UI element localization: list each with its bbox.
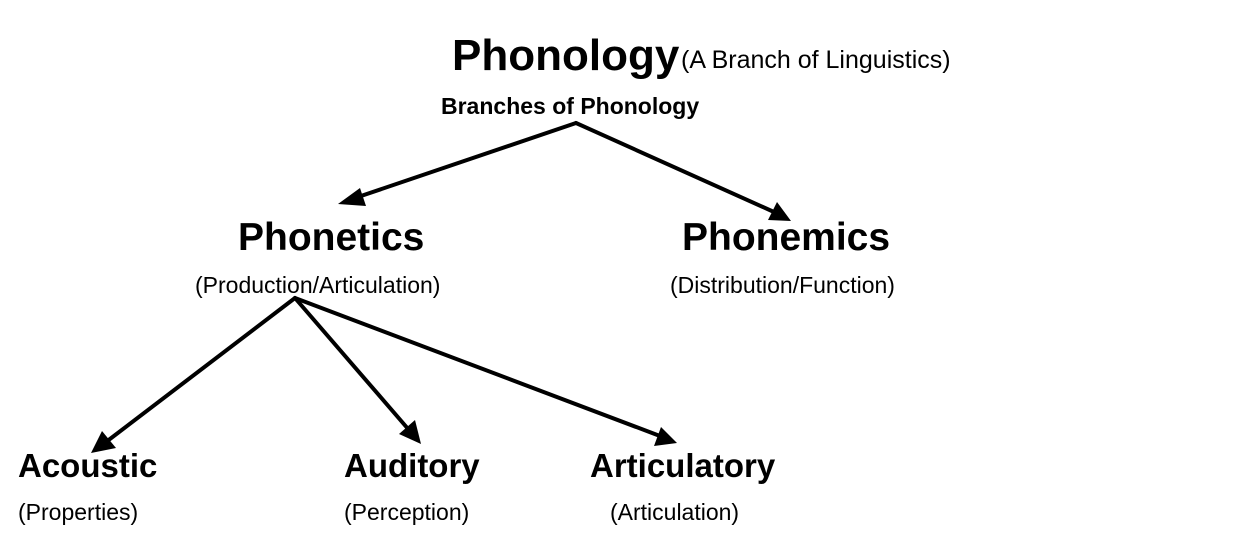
node-auditory-note: (Perception) [344, 499, 470, 525]
diagram-subtitle: (A Branch of Linguistics) [681, 46, 951, 74]
node-articulatory-note: (Articulation) [610, 499, 740, 525]
arrowhead-auditory [399, 420, 421, 444]
node-phonetics-note: (Production/Articulation) [195, 272, 441, 298]
arrowhead-acoustic [91, 431, 116, 453]
diagram-title: Phonology [452, 31, 680, 80]
arrowhead-phonetics [338, 188, 366, 206]
node-acoustic: Acoustic [18, 447, 158, 484]
node-articulatory: Articulatory [590, 447, 776, 484]
node-phonemics-note: (Distribution/Function) [670, 272, 895, 298]
branches-heading: Branches of Phonology [441, 93, 700, 119]
arrow-to-phonetics [353, 121, 578, 200]
arrow-to-auditory [293, 296, 411, 432]
arrow-to-articulatory [293, 296, 662, 438]
node-acoustic-note: (Properties) [18, 499, 139, 525]
arrowhead-articulatory [654, 427, 677, 446]
arrow-to-acoustic [104, 296, 297, 444]
node-phonetics: Phonetics [238, 216, 425, 259]
node-auditory: Auditory [344, 447, 480, 484]
arrow-to-phonemics [574, 121, 776, 214]
arrowhead-phonemics [768, 202, 791, 221]
node-phonemics: Phonemics [682, 216, 891, 259]
